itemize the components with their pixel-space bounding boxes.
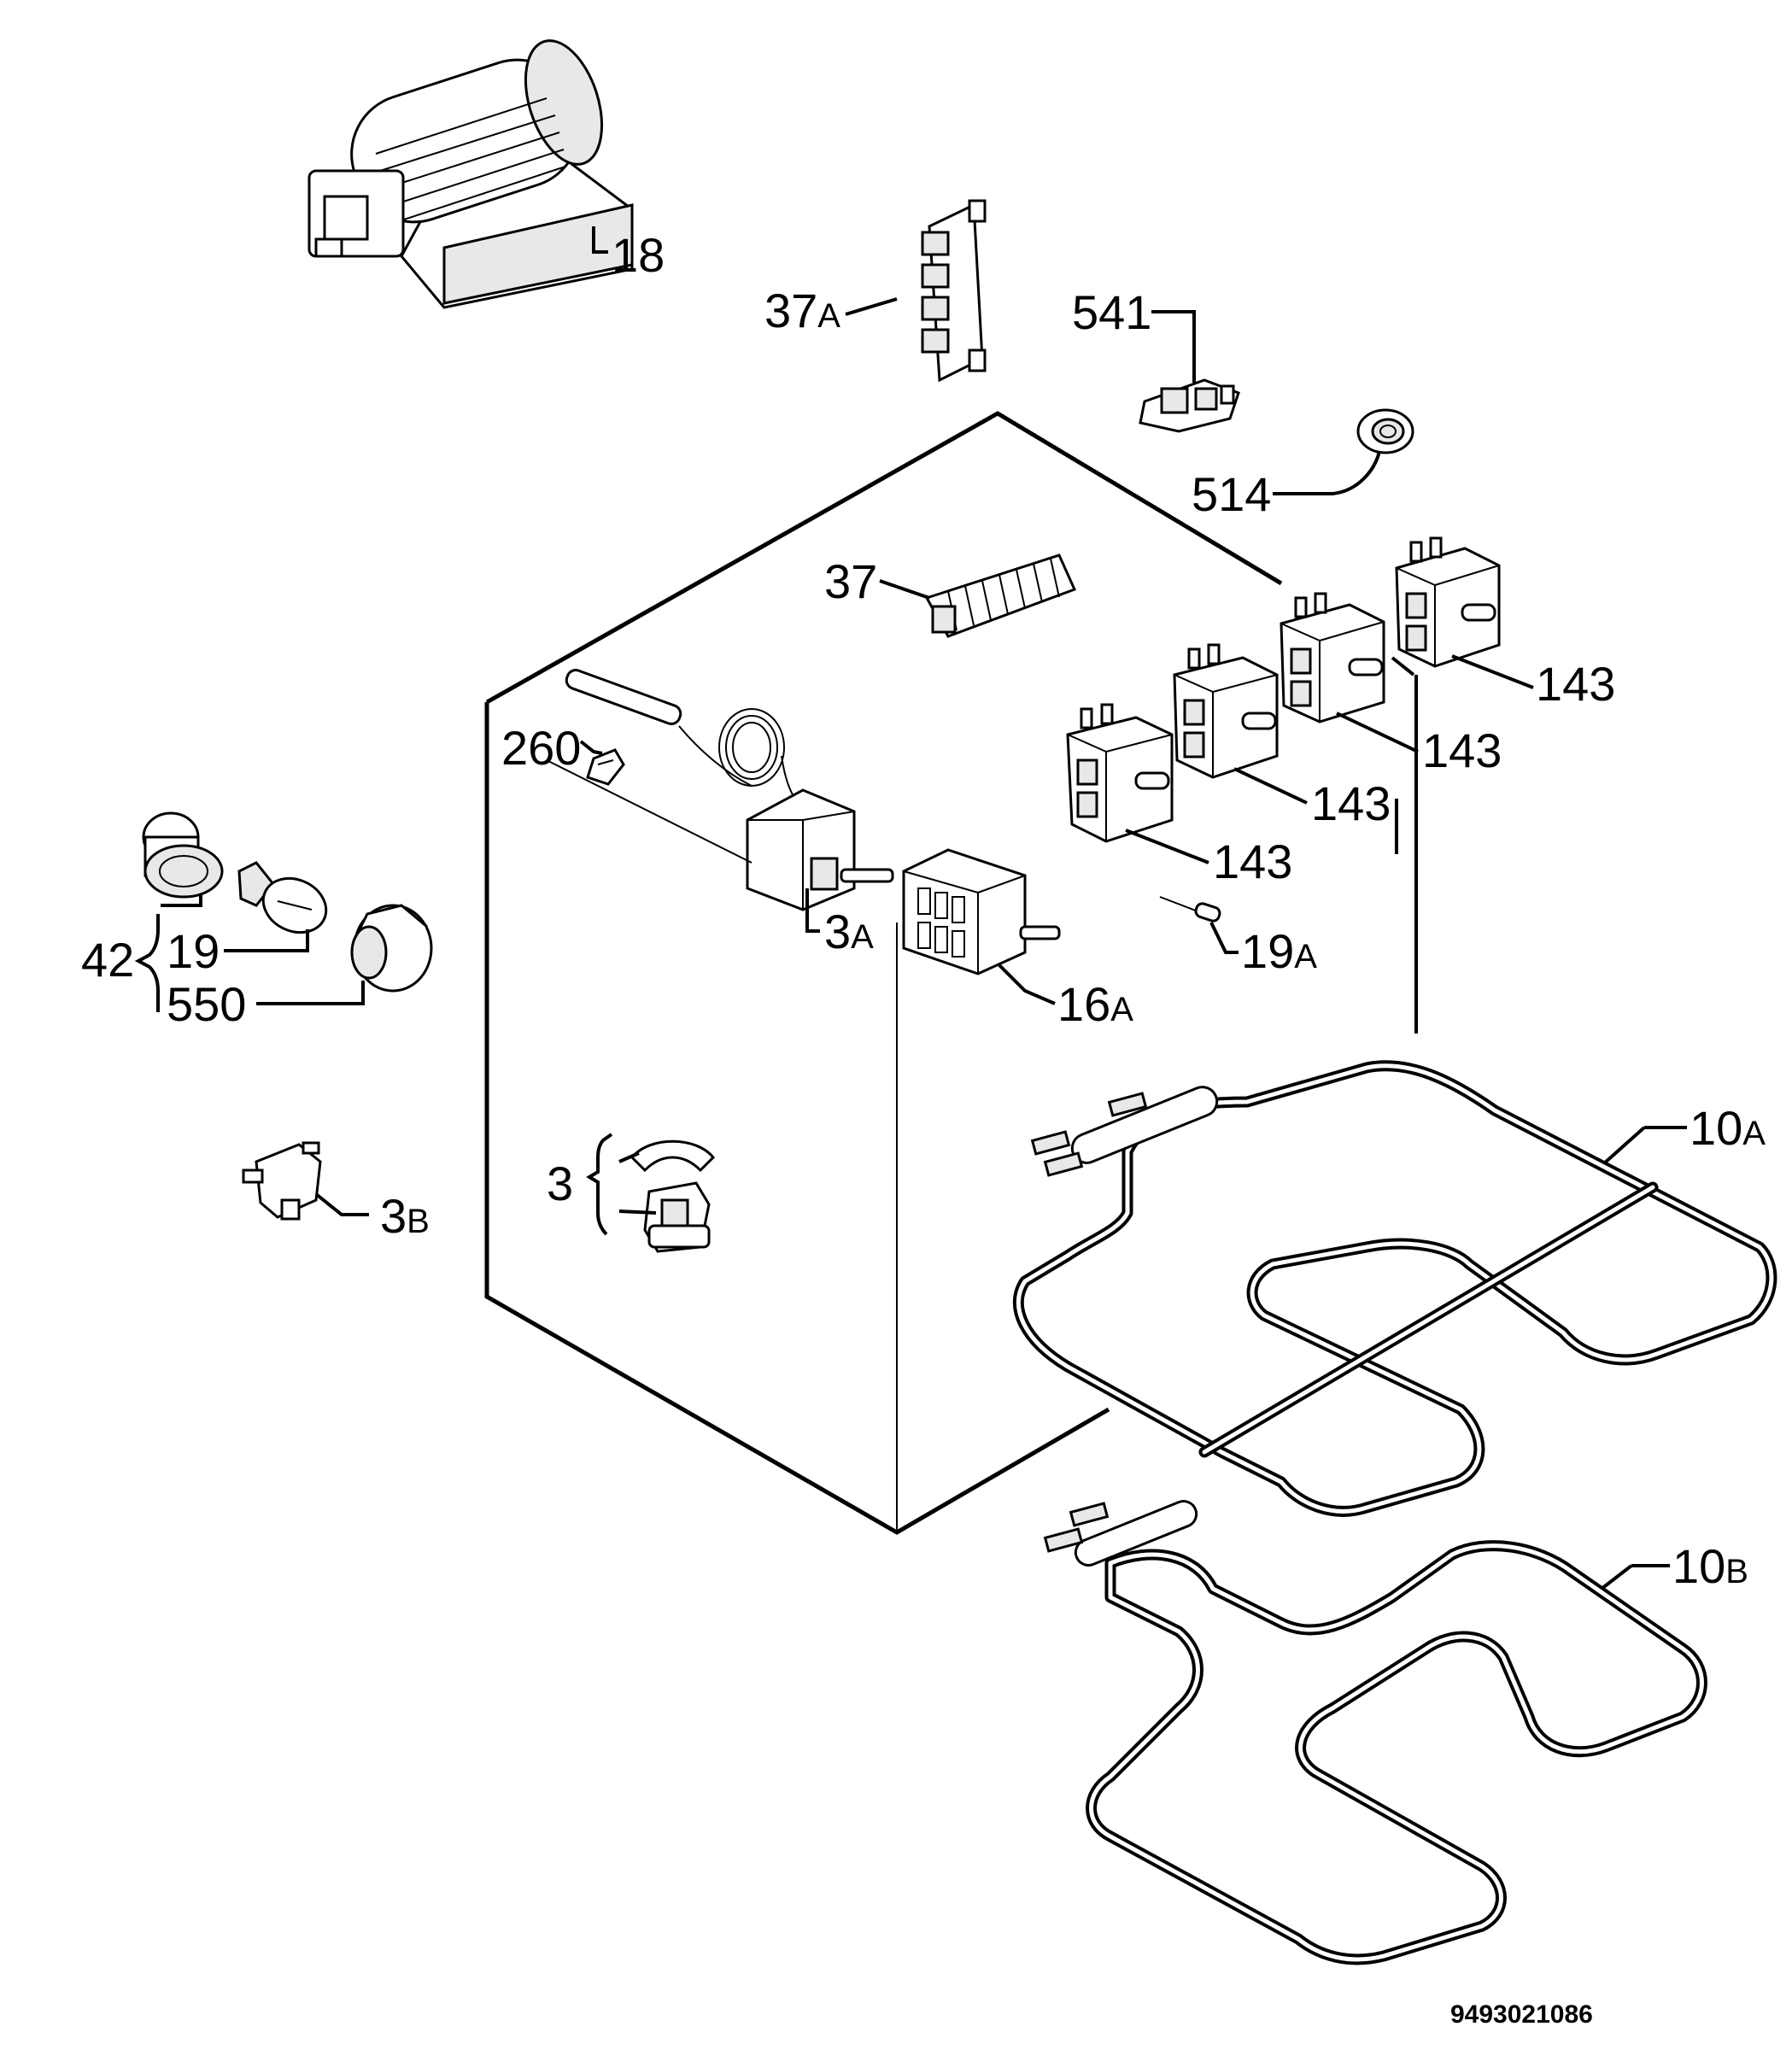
grommet-514 [1356,408,1414,454]
label-260: 260 [501,721,581,775]
label-143-a: 143 [1213,835,1292,888]
selector-switch-2 [1173,643,1279,779]
label-42: 42 [81,933,134,987]
label-3a: 3A [824,905,874,958]
lamp-bulb [237,861,328,934]
connector-541 [1139,378,1240,433]
label-10a: 10A [1690,1101,1766,1155]
label-3b: 3B [380,1189,430,1243]
label-37a: 37A [764,284,840,337]
grill-heating-element [1012,1060,1777,1517]
label-143-d: 143 [1536,657,1615,711]
lamp-glass-cover [350,904,433,993]
label-19a: 19A [1241,924,1317,978]
oven-cabinet [484,411,1283,1535]
bottom-heating-element [1043,1500,1707,1965]
thermal-cutout-3b [242,1141,322,1221]
leader-lines [134,226,1687,1590]
safety-thermostat [630,1139,716,1253]
thermostat [546,669,894,911]
part-labels: 18 37A 541 514 37 143 143 143 143 260 3A… [81,228,1766,2029]
label-550: 550 [167,977,246,1031]
label-37: 37 [824,554,877,608]
label-3: 3 [547,1157,573,1210]
label-514: 514 [1192,467,1271,521]
selector-switch-1 [1066,703,1174,843]
indicator-lamp [1159,896,1221,922]
tangential-fan [307,39,634,309]
selector-switch-4 [1395,536,1501,668]
lamp-holder [142,811,224,899]
clip-260 [586,748,625,786]
label-541: 541 [1072,285,1151,339]
document-number: 9493021086 [1450,2000,1593,2029]
terminal-strip-vertical [921,199,987,383]
label-143-c: 143 [1422,723,1502,777]
label-16a: 16A [1057,977,1133,1031]
label-10b: 10B [1672,1539,1748,1593]
label-143-b: 143 [1311,776,1391,830]
terminal-strip-horizontal [924,554,1077,638]
selector-switch-3 [1280,592,1385,723]
label-18: 18 [612,228,665,282]
label-19: 19 [167,924,220,978]
function-selector-switch [902,848,1061,975]
